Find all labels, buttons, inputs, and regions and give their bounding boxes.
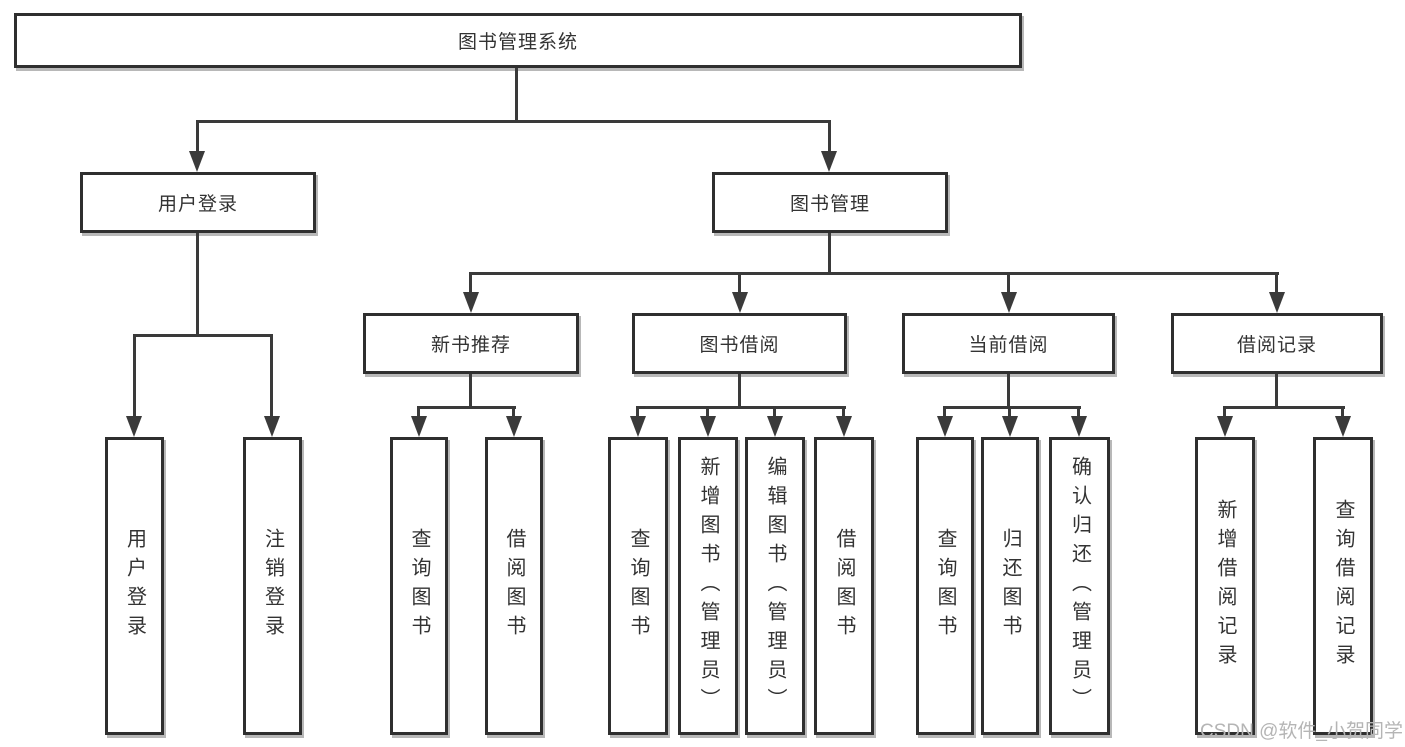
- connector-line: [270, 334, 273, 417]
- connector-arrow: [1002, 416, 1018, 437]
- connector-line: [1275, 374, 1278, 408]
- connector-line: [469, 272, 472, 293]
- connector-line: [417, 406, 420, 418]
- connector-line: [1223, 406, 1226, 418]
- connector-line: [828, 120, 831, 152]
- connector-arrow: [732, 292, 748, 313]
- connector-arrow: [1217, 416, 1233, 437]
- connector-arrow: [1335, 416, 1351, 437]
- leaf-recommend-query-book: 查询图书: [390, 437, 448, 735]
- leaf-borrow-edit-book-admin: 编辑图书（管理员）: [745, 437, 805, 735]
- connector-line: [133, 334, 136, 417]
- leaf-logout-login: 注销登录: [243, 437, 302, 735]
- connector-line: [196, 233, 199, 336]
- leaf-label: 借阅图书: [503, 528, 525, 644]
- leaf-label: 编辑图书（管理员）: [764, 455, 786, 717]
- node-label: 当前借阅: [968, 335, 1049, 356]
- connector-line: [417, 406, 516, 409]
- leaf-label: 新增借阅记录: [1214, 499, 1236, 673]
- connector-arrow: [264, 416, 280, 437]
- leaf-record-query-borrow-record: 查询借阅记录: [1313, 437, 1373, 735]
- node-label: 借阅记录: [1236, 335, 1317, 356]
- connector-line: [842, 406, 845, 418]
- connector-arrow: [937, 416, 953, 437]
- connector-arrow: [1001, 292, 1017, 313]
- connector-line: [512, 406, 515, 418]
- connector-line: [1007, 272, 1010, 293]
- leaf-current-confirm-return-admin: 确认归还（管理员）: [1049, 437, 1110, 735]
- connector-line: [469, 272, 1279, 275]
- connector-line: [943, 406, 946, 418]
- leaf-current-return-book: 归还图书: [981, 437, 1039, 735]
- node-new-book-recommend: 新书推荐: [363, 313, 579, 374]
- connector-arrow: [821, 151, 837, 172]
- leaf-borrow-query-book: 查询图书: [608, 437, 668, 735]
- connector-arrow: [1269, 292, 1285, 313]
- leaf-label: 查询图书: [627, 528, 649, 644]
- node-book-borrow: 图书借阅: [632, 313, 847, 374]
- connector-arrow: [767, 416, 783, 437]
- leaf-label: 归还图书: [999, 528, 1021, 644]
- node-book-management: 图书管理: [712, 172, 948, 233]
- connector-arrow: [506, 416, 522, 437]
- node-label: 图书管理: [789, 194, 870, 215]
- node-label: 用户登录: [157, 194, 238, 215]
- leaf-label: 用户登录: [123, 528, 146, 644]
- leaf-label: 借阅图书: [833, 528, 855, 644]
- csdn-watermark: CSDN @软件_小贺同学: [1200, 721, 1403, 742]
- connector-line: [196, 120, 199, 152]
- leaf-label: 查询图书: [934, 528, 956, 644]
- connector-line: [706, 406, 709, 418]
- connector-line: [828, 233, 831, 274]
- leaf-recommend-borrow-book: 借阅图书: [485, 437, 543, 735]
- connector-line: [515, 68, 518, 122]
- connector-line: [1341, 406, 1344, 418]
- leaf-borrow-borrow-book: 借阅图书: [814, 437, 874, 735]
- connector-arrow: [189, 151, 205, 172]
- connector-line: [636, 406, 846, 409]
- leaf-current-query-book: 查询图书: [916, 437, 974, 735]
- connector-line: [943, 406, 1081, 409]
- connector-line: [469, 374, 472, 408]
- connector-line: [1077, 406, 1080, 418]
- node-label: 图书管理系统: [457, 32, 578, 53]
- leaf-user-login: 用户登录: [105, 437, 164, 735]
- connector-line: [1008, 406, 1011, 418]
- leaf-label: 新增图书（管理员）: [697, 455, 719, 717]
- connector-arrow: [1071, 416, 1087, 437]
- node-user-login: 用户登录: [80, 172, 316, 233]
- leaf-record-add-borrow-record: 新增借阅记录: [1195, 437, 1255, 735]
- leaf-label: 确认归还（管理员）: [1068, 455, 1091, 717]
- leaf-borrow-add-book-admin: 新增图书（管理员）: [678, 437, 738, 735]
- connector-line: [738, 374, 741, 408]
- node-label: 图书借阅: [699, 335, 780, 356]
- leaf-label: 查询图书: [408, 528, 430, 644]
- connector-arrow: [126, 416, 142, 437]
- leaf-label: 注销登录: [261, 528, 284, 644]
- connector-line: [1007, 374, 1010, 408]
- node-borrow-record: 借阅记录: [1171, 313, 1383, 374]
- connector-line: [738, 272, 741, 293]
- node-current-borrow: 当前借阅: [902, 313, 1115, 374]
- connector-line: [636, 406, 639, 418]
- connector-line: [1223, 406, 1345, 409]
- node-label: 新书推荐: [430, 335, 511, 356]
- connector-arrow: [836, 416, 852, 437]
- connector-arrow: [700, 416, 716, 437]
- connector-arrow: [411, 416, 427, 437]
- connector-line: [196, 120, 831, 123]
- connector-arrow: [463, 292, 479, 313]
- connector-line: [133, 334, 273, 337]
- leaf-label: 查询借阅记录: [1332, 499, 1354, 673]
- connector-line: [773, 406, 776, 418]
- connector-arrow: [630, 416, 646, 437]
- connector-line: [1275, 272, 1278, 293]
- node-root: 图书管理系统: [14, 13, 1022, 68]
